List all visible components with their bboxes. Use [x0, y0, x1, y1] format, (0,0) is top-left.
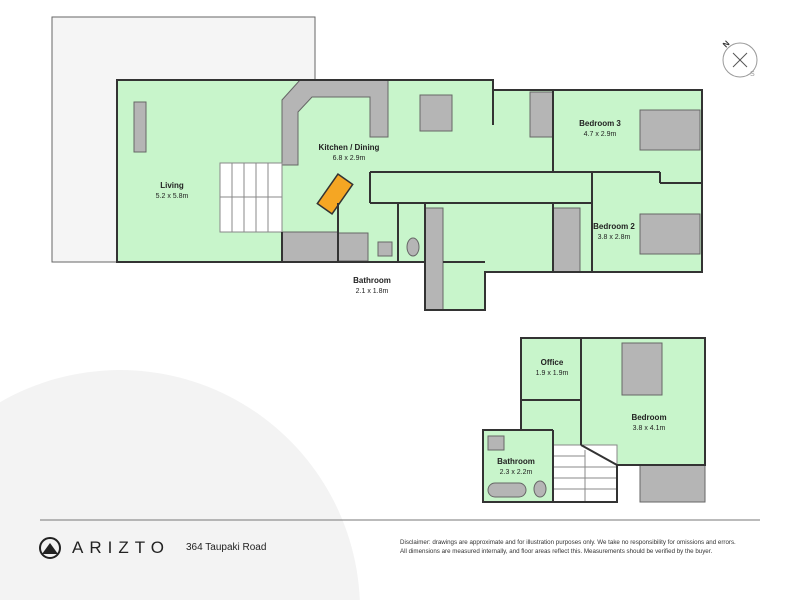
dining-table — [419, 94, 453, 132]
basin — [377, 241, 393, 257]
cupboard — [281, 231, 339, 263]
compass-icon: N S — [721, 39, 758, 78]
brand-logo-icon — [39, 537, 61, 559]
background-shape — [0, 370, 360, 600]
lower-walls — [482, 337, 706, 503]
bed — [639, 109, 701, 151]
room-name-bathroom-upper: Bathroom — [353, 276, 391, 285]
wardrobe — [552, 207, 581, 273]
compass-south: S — [750, 71, 755, 78]
upper-floor-area — [117, 80, 702, 310]
bathtub — [487, 482, 527, 498]
room-name-bathroom-lower: Bathroom — [497, 457, 535, 466]
kitchen-counter — [281, 79, 389, 166]
toilet — [533, 480, 547, 498]
storage — [639, 464, 706, 503]
stairs — [219, 162, 283, 233]
lower-floor: Office 1.9 x 1.9m Bedroom 3.8 x 4.1m Bat… — [482, 337, 706, 503]
bed — [639, 213, 701, 255]
room-dim-office: 1.9 x 1.9m — [536, 370, 569, 377]
room-name-bedroom: Bedroom — [631, 413, 666, 422]
basin — [487, 435, 505, 451]
room-name-living: Living — [160, 181, 184, 190]
fireplace — [316, 173, 354, 215]
room-dim-bathroom-lower: 2.3 x 2.2m — [500, 469, 533, 476]
room-name-kitchen: Kitchen / Dining — [319, 143, 380, 152]
room-dim-bathroom-upper: 2.1 x 1.8m — [356, 288, 389, 295]
bed — [621, 342, 663, 396]
toilet — [406, 237, 420, 257]
room-dim-living: 5.2 x 5.8m — [156, 193, 189, 200]
upper-floor: Living 5.2 x 5.8m Kitchen / Dining 6.8 x… — [51, 16, 703, 311]
wardrobe — [529, 91, 554, 138]
room-dim-bedroom3: 4.7 x 2.9m — [584, 131, 617, 138]
sofa — [133, 101, 147, 153]
room-dim-bedroom2: 3.8 x 2.8m — [598, 234, 631, 241]
compass-north: N — [721, 39, 732, 50]
room-name-bedroom2: Bedroom 2 — [593, 222, 635, 231]
room-name-bedroom3: Bedroom 3 — [579, 119, 621, 128]
room-name-office: Office — [541, 358, 564, 367]
shower — [337, 232, 369, 262]
stairs — [552, 444, 618, 503]
laundry-counter — [424, 207, 444, 311]
room-dim-bedroom: 3.8 x 4.1m — [633, 425, 666, 432]
room-dim-kitchen: 6.8 x 2.9m — [333, 155, 366, 162]
upper-walls — [116, 79, 703, 311]
